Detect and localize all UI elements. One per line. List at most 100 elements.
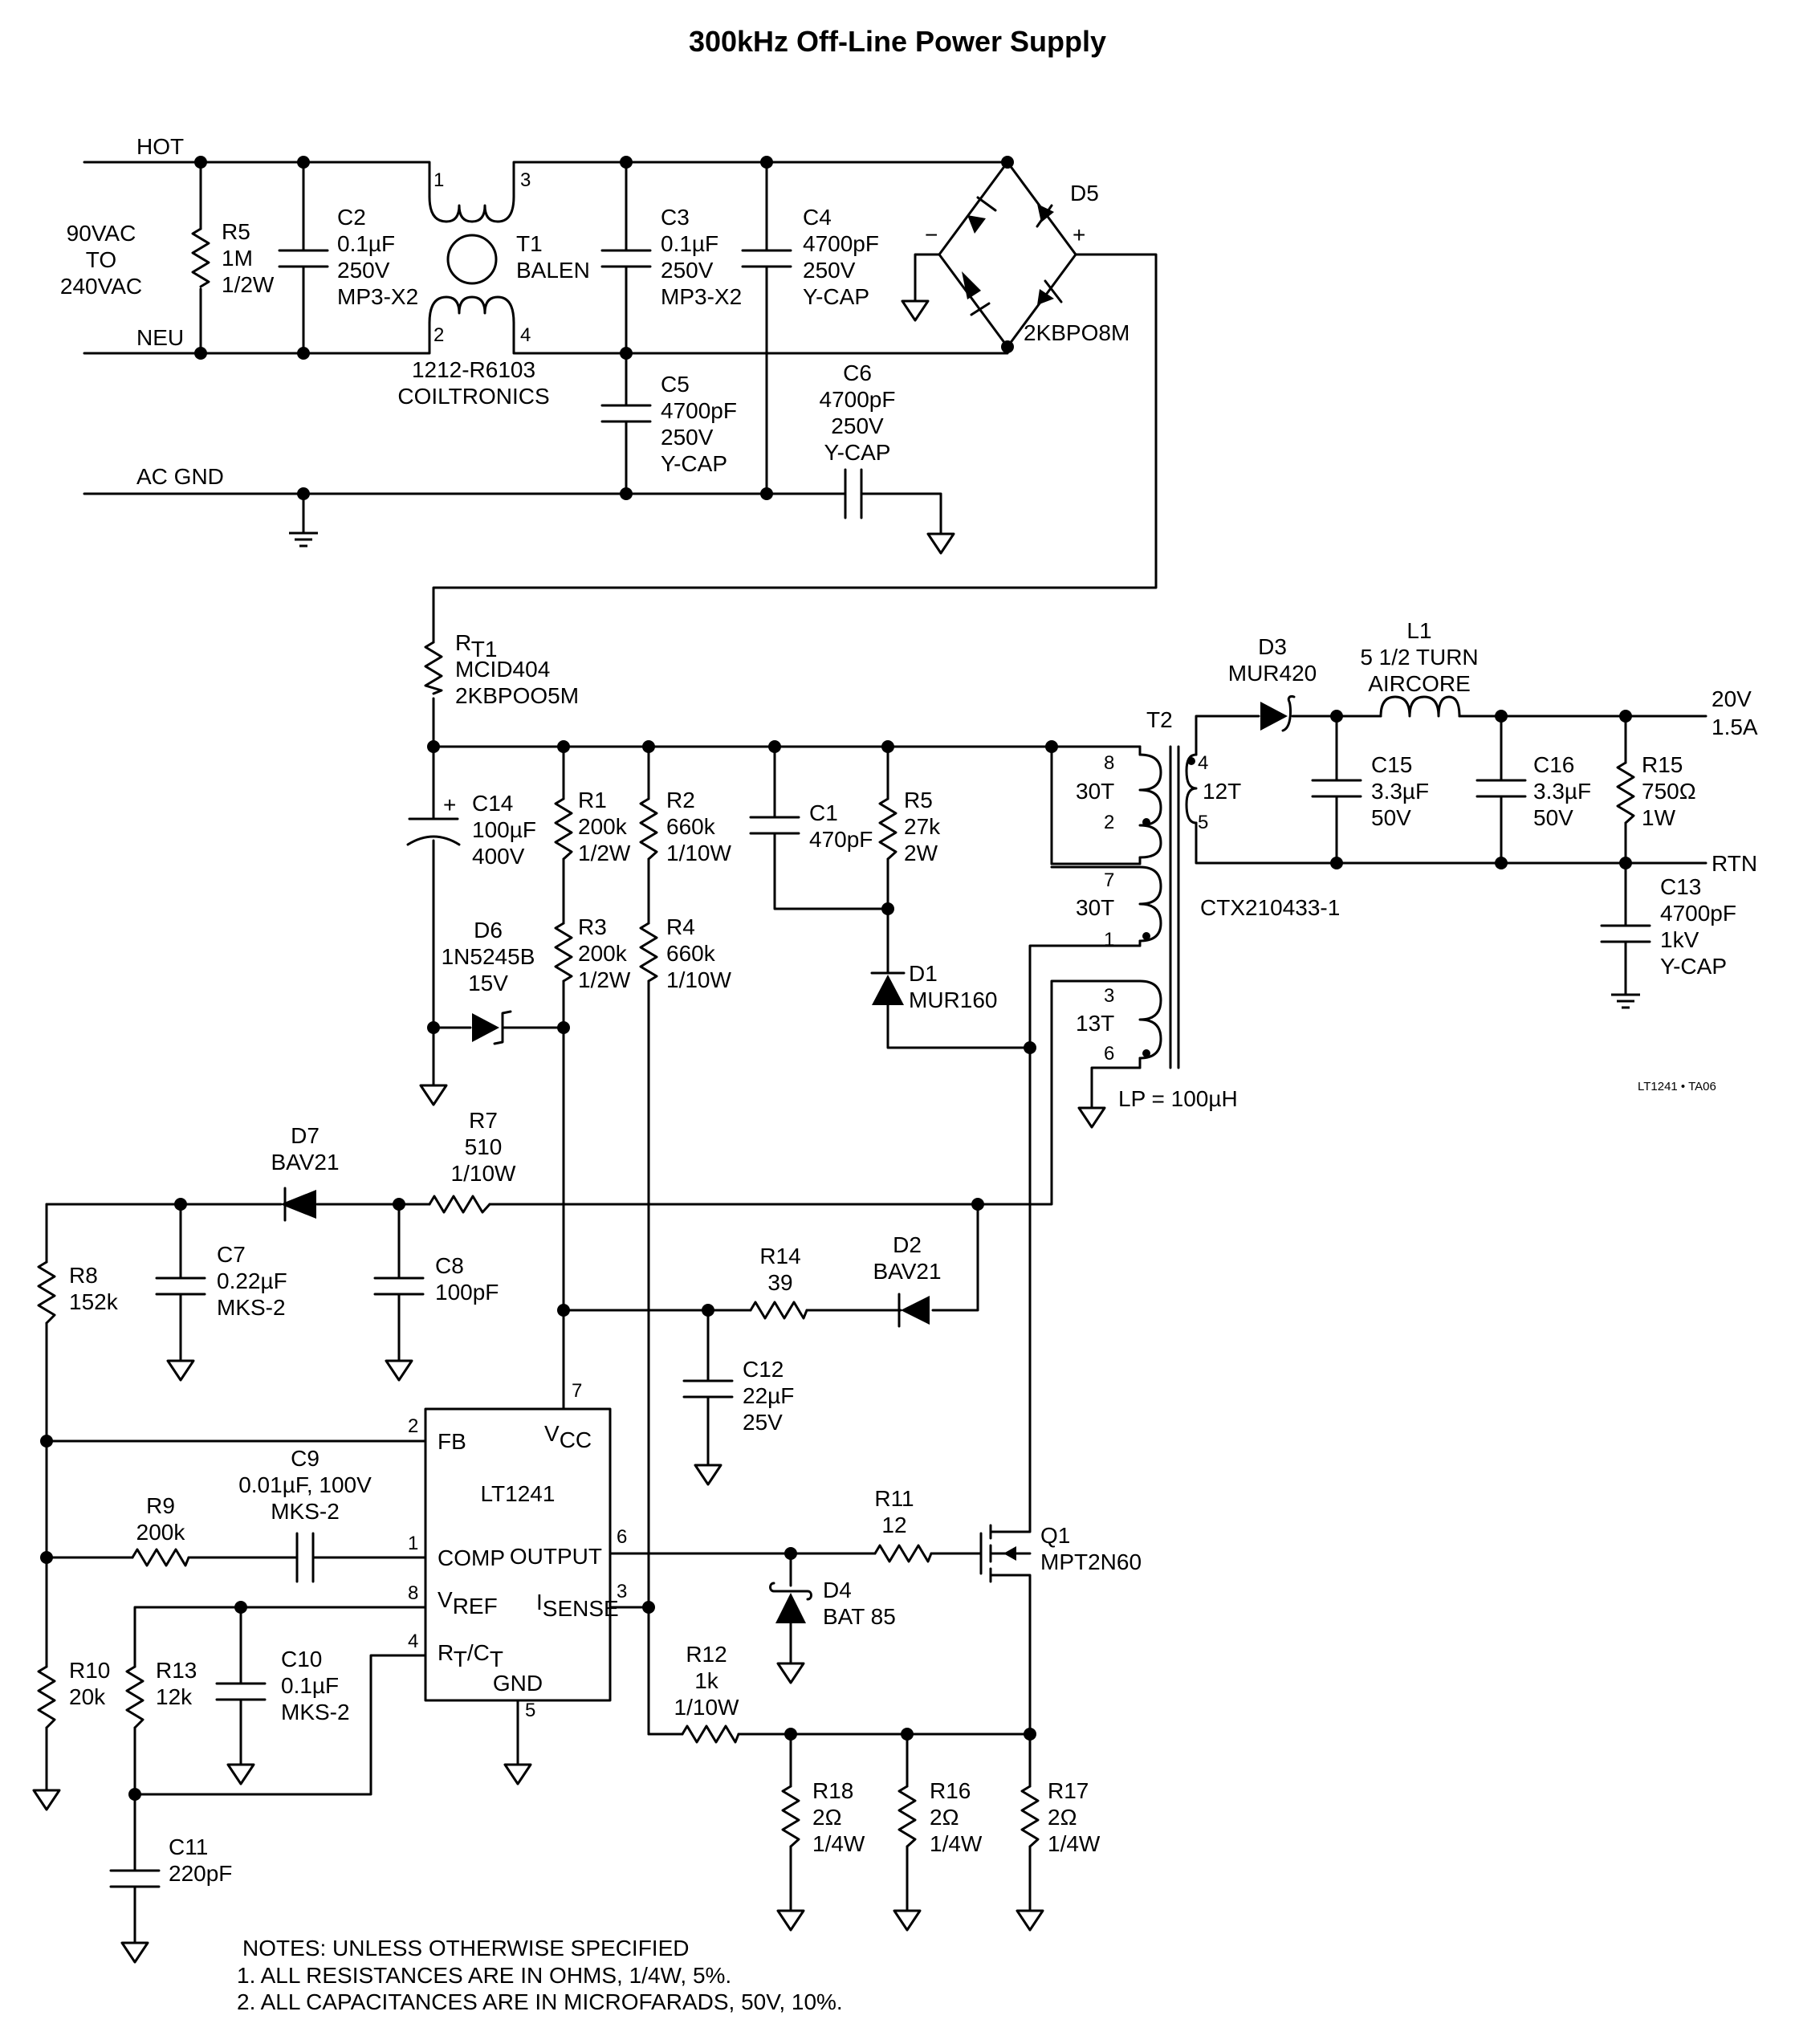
svg-text:2KBPO8M: 2KBPO8M [1024,320,1130,345]
svg-text:R5: R5 [904,788,933,812]
svg-text:27k: 27k [904,814,941,839]
magnetics [428,195,1461,1069]
r16-label: R16 2Ω 1/4W [930,1778,983,1856]
junction [427,1021,440,1034]
svg-text:25V: 25V [743,1410,783,1435]
wire-vref [133,1606,427,1796]
earth-ground [1610,982,1642,1009]
c4-label: C4 4700pF 250V Y-CAP [803,205,879,309]
junction [768,740,781,753]
svg-text:750Ω: 750Ω [1642,779,1696,804]
diode-d3 [1260,702,1288,731]
svg-text:4700pF: 4700pF [803,231,879,256]
svg-text:4: 4 [1198,752,1208,774]
net-label-out-i: 1.5A [1712,715,1758,739]
ic-label-vcc: VCC [544,1421,592,1452]
c13-label: C13 4700pF 1kV Y-CAP [1660,874,1736,979]
svg-text:C7: C7 [217,1242,246,1267]
svg-text:0.1µF: 0.1µF [337,231,395,256]
junction [881,902,894,915]
svg-text:R9: R9 [146,1493,175,1518]
ic-pin-7: 7 [572,1380,582,1402]
ground-icon [893,1901,922,1932]
svg-text:D5: D5 [1070,181,1099,206]
net-label-hot: HOT [136,134,184,159]
junction [557,1021,570,1034]
c7-label: C7 0.22µF MKS-2 [217,1242,287,1320]
svg-text:2Ω: 2Ω [1048,1805,1077,1830]
r15-label: R15 750Ω 1W [1642,752,1696,830]
svg-text:200k: 200k [578,941,628,966]
junction [702,1304,714,1317]
ic-pin-5: 5 [525,1700,535,1721]
l1-label: L1 5 1/2 TURN AIRCORE [1360,618,1478,696]
svg-text:C9: C9 [291,1446,320,1471]
svg-text:C12: C12 [743,1357,784,1382]
junction [620,156,633,169]
t2-core [1169,745,1180,1069]
wire-primary [1050,745,1142,865]
svg-text:7: 7 [1104,869,1114,891]
r8-label: R8 152k [69,1263,119,1314]
capacitor-c8 [373,1276,425,1296]
svg-text:0.1µF: 0.1µF [281,1673,339,1698]
labels: HOT NEU AC GND 20V 1.5A RTN LP = 100µH 9… [60,134,1758,2014]
svg-text:D6: D6 [474,918,503,943]
svg-text:3.3µF: 3.3µF [1371,779,1429,804]
svg-text:8: 8 [1104,752,1114,774]
ic-label-comp: COMP [438,1545,505,1570]
svg-text:3: 3 [1104,985,1114,1007]
net-label-rtn: RTN [1712,851,1757,876]
d2-label: D2 BAV21 [873,1232,941,1284]
junction [297,487,310,500]
wire-aux2-gnd [1090,1066,1142,1101]
ground-icon [385,1351,413,1382]
svg-text:50V: 50V [1533,805,1573,830]
svg-text:BAT 85: BAT 85 [823,1604,896,1629]
svg-text:90VAC: 90VAC [67,221,136,246]
note-2: 2. ALL CAPACITANCES ARE IN MICROFARADS, … [237,1989,843,2014]
bridge-minus-sign: − [925,222,938,247]
c6-label: C6 4700pF 250V Y-CAP [820,360,896,465]
svg-text:C8: C8 [435,1253,464,1278]
svg-text:660k: 660k [666,814,716,839]
ground-icon [776,1654,805,1684]
capacitor-c9 [295,1532,315,1583]
svg-text:BALEN: BALEN [516,258,590,283]
svg-text:D7: D7 [291,1123,320,1148]
junction [1024,1041,1036,1054]
junction [234,1601,247,1614]
junction [194,347,207,360]
r2-label: R2 660k 1/10W [666,788,731,865]
resistor-r1 [554,797,573,861]
ic-lt1241: LT1241 FB VCC COMP OUTPUT VREF ISENSE RT… [408,1380,627,1721]
ic-pin-8: 8 [408,1582,418,1604]
t2-primary [1138,753,1162,859]
junction [1001,156,1014,169]
capacitor-c7 [155,1276,206,1296]
capacitor-c12 [682,1379,734,1399]
c8-label: C8 100pF [435,1253,499,1305]
grounds [32,291,1642,1964]
junction [297,347,310,360]
earth-ground [287,520,320,548]
svg-text:100pF: 100pF [435,1280,499,1305]
wire-rtct [133,1654,427,1796]
wire-c6 [765,492,942,527]
svg-text:12: 12 [881,1513,906,1537]
junction [642,740,655,753]
junction [40,1435,53,1447]
r11-label: R11 12 [874,1486,914,1537]
capacitor-c11 [109,1869,161,1888]
capacitor-c5 [600,404,652,423]
input-label: 90VAC TO 240VAC [60,221,142,299]
ground-icon [926,524,955,555]
svg-text:L1: L1 [1406,618,1431,643]
svg-text:20k: 20k [69,1684,106,1709]
svg-text:R12: R12 [686,1642,727,1667]
d1-label: D1 MUR160 [909,961,997,1012]
wire-d2 [562,1203,979,1312]
r12-label: R12 1k 1/10W [674,1642,739,1720]
svg-text:Y-CAP: Y-CAP [803,284,869,309]
junction-dots [40,156,1632,1801]
